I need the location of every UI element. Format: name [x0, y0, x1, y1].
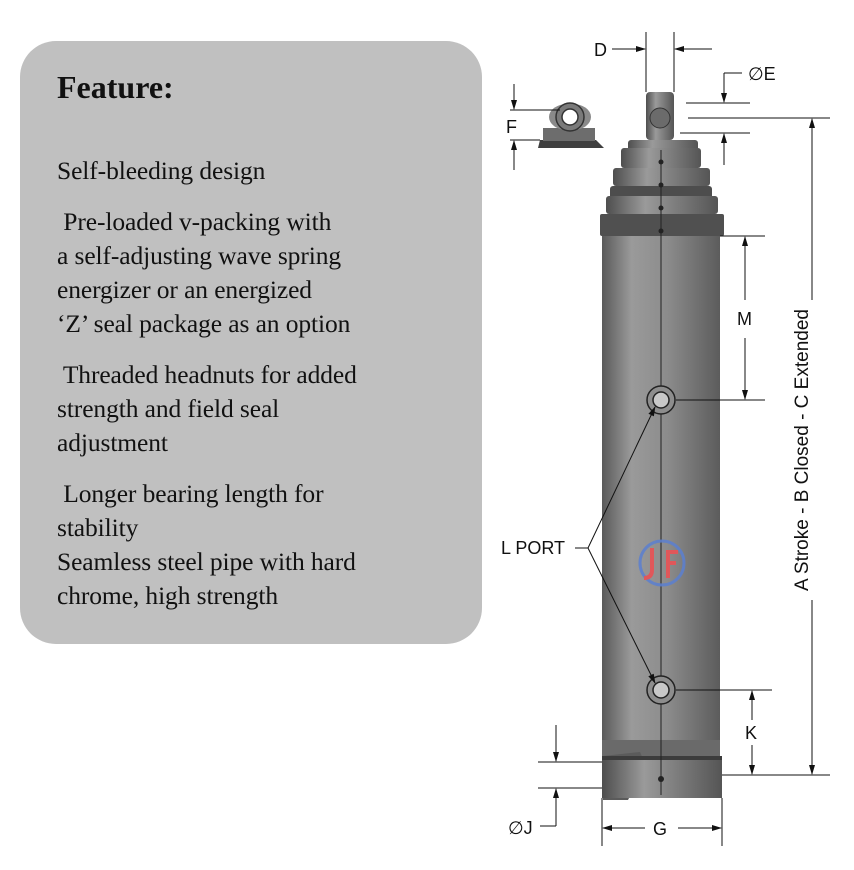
dim-label-m: M [737, 309, 752, 329]
lower-port [646, 675, 676, 705]
feature-item-steel-pipe: Seamless steel pipe with hard chrome, hi… [57, 547, 356, 610]
brand-logo [638, 539, 686, 587]
dim-label-j: ∅J [508, 818, 533, 838]
dim-label-length: A Stroke - B Closed - C Extended [792, 309, 813, 591]
dim-label-l-port: L PORT [501, 538, 565, 558]
upper-port [646, 385, 676, 415]
feature-item-headnuts: Threaded headnuts for added strength and… [57, 360, 357, 457]
feature-item-self-bleeding: Self-bleeding design [57, 156, 266, 185]
cylinder-diagram: D ∅E F M L PORT K ∅J G A Stroke - B Clos… [501, 32, 830, 846]
dim-label-g: G [653, 819, 667, 839]
dim-label-e: ∅E [748, 64, 776, 84]
dimension-lines [510, 32, 830, 846]
dim-label-f: F [506, 117, 517, 137]
feature-title: Feature: [57, 69, 174, 105]
dim-label-d: D [594, 40, 607, 60]
feature-item-v-packing: Pre-loaded v-packing with a self-adjusti… [57, 207, 351, 338]
feature-panel: Feature: Self-bleeding design Pre-loaded… [20, 41, 482, 644]
dim-label-k: K [745, 723, 757, 743]
feature-item-bearing: Longer bearing length for stability [57, 479, 324, 542]
cylinder-body [600, 92, 724, 800]
